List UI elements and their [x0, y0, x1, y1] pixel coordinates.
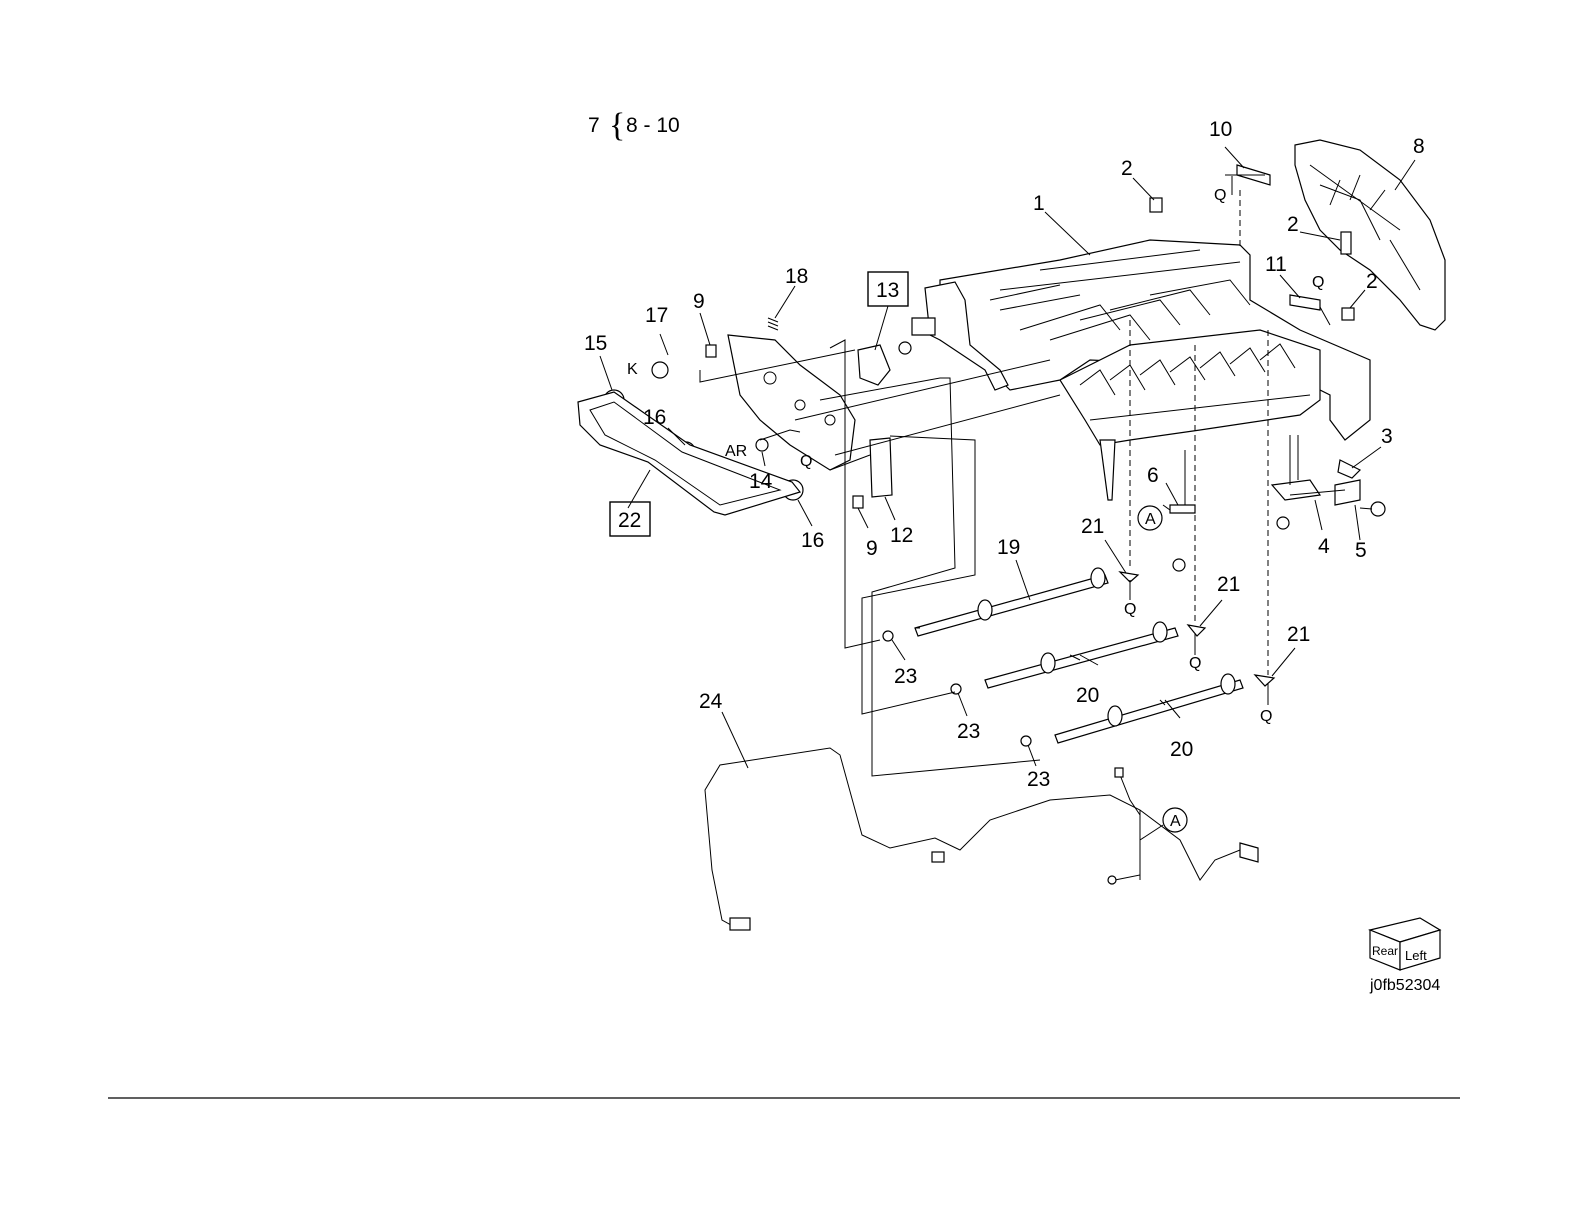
callout-23-c: 23: [1027, 768, 1050, 791]
callout-20-upper: 20: [1076, 684, 1099, 707]
callout-4: 4: [1318, 535, 1330, 558]
harness-connector-left: [730, 918, 750, 930]
harness-branch-bottom: [1115, 815, 1140, 880]
chute-assembly: [912, 240, 1370, 500]
roller-19a: [978, 600, 992, 620]
callout-12: 12: [890, 524, 913, 547]
group-range-label: 8 - 10: [626, 114, 680, 137]
callout-14: 14: [749, 470, 773, 493]
cube-rear-label: Rear: [1372, 944, 1398, 958]
screw-right: [1371, 502, 1385, 516]
roller-20b-2: [1221, 674, 1235, 694]
cube-left-label: Left: [1405, 948, 1427, 963]
shaft-20a: [985, 628, 1178, 688]
group-item-label: 7: [588, 114, 600, 137]
bearing-23a: [883, 631, 893, 641]
callout-2-mid: 2: [1287, 213, 1299, 236]
clip-3: [1338, 460, 1360, 478]
callout-3: 3: [1381, 425, 1393, 448]
callout-10: 10: [1209, 118, 1232, 141]
callout-2-right: 2: [1366, 270, 1378, 293]
roller-19b: [1091, 568, 1105, 588]
marker-k: K: [627, 361, 638, 378]
callout-19: 19: [997, 536, 1020, 559]
callout-18: 18: [785, 265, 808, 288]
bearing-21b: [1188, 625, 1205, 636]
shaft-19: [915, 575, 1108, 636]
marker-ar: AR: [725, 443, 747, 460]
group-note: 7 { 8 - 10: [588, 107, 680, 144]
callout-24: 24: [699, 690, 723, 713]
bracket-5: [1335, 480, 1360, 505]
roller-20a-2: [1153, 622, 1167, 642]
chute-left-bracket: [912, 318, 935, 335]
block-9-top: [706, 345, 716, 357]
gear-17: [652, 362, 668, 378]
callout-1: 1: [1033, 192, 1045, 215]
chute-front-foot: [1100, 440, 1115, 500]
spring-18: [768, 318, 778, 330]
callout-16-top: 16: [643, 406, 666, 429]
roller-20b-1: [1108, 706, 1122, 726]
marker-a-1: A: [1145, 511, 1156, 528]
callout-20-lower: 20: [1170, 738, 1193, 761]
harness-connector-mid: [932, 852, 944, 862]
marker-q-5: Q: [1189, 655, 1201, 672]
clip-2-mid: [1341, 232, 1351, 254]
callout-21-a: 21: [1081, 515, 1104, 538]
callout-2-top: 2: [1121, 157, 1133, 180]
figure-id: j0fb52304: [1369, 977, 1440, 994]
callout-11: 11: [1265, 253, 1287, 276]
marker-a-2: A: [1170, 813, 1181, 830]
callout-13: 13: [876, 279, 899, 302]
orientation-cube: Rear Left: [1370, 918, 1440, 970]
bearing-21a: [1120, 572, 1138, 582]
screw-6: [1173, 559, 1185, 571]
roller-20a-1: [1041, 653, 1055, 673]
marker-q-2: Q: [1312, 274, 1324, 291]
clip-2-right: [1342, 308, 1354, 320]
harness-connector-right: [1240, 843, 1258, 862]
callout-21-b: 21: [1217, 573, 1240, 596]
block-9-bottom: [853, 496, 863, 508]
harness-cable: [705, 748, 1255, 930]
callout-22: 22: [618, 509, 641, 532]
callout-6: 6: [1147, 464, 1159, 487]
callout-21-c: 21: [1287, 623, 1310, 646]
marker-q-3: Q: [800, 453, 812, 470]
callout-23-a: 23: [894, 665, 917, 688]
harness-24: [705, 748, 1258, 930]
brace-glyph: {: [609, 107, 625, 144]
bracket-12: [870, 438, 892, 497]
callout-23-b: 23: [957, 720, 980, 743]
shafts: [883, 568, 1274, 746]
callout-16-bottom: 16: [801, 529, 824, 552]
callout-15: 15: [584, 332, 607, 355]
callout-9-bottom: 9: [866, 537, 878, 560]
clip-2-top: [1150, 198, 1162, 212]
bracket-6: [1170, 505, 1195, 513]
bracket-11: [1290, 295, 1320, 310]
callout-8: 8: [1413, 135, 1425, 158]
harness-connector-top: [1115, 768, 1123, 777]
marker-q-1: Q: [1214, 187, 1226, 204]
screw-bottom: [1277, 517, 1289, 529]
marker-q-4: Q: [1124, 601, 1136, 618]
bearing-14: [756, 439, 768, 451]
motor-13: [858, 345, 890, 385]
screw-13: [899, 342, 911, 354]
bracket-4: [1272, 480, 1320, 500]
callout-5: 5: [1355, 539, 1367, 562]
harness-connector-bottom: [1108, 876, 1116, 884]
bearing-21c: [1255, 675, 1274, 686]
marker-q-6: Q: [1260, 708, 1272, 725]
bearing-23c: [1021, 736, 1031, 746]
callout-17: 17: [645, 304, 668, 327]
callout-9-top: 9: [693, 290, 705, 313]
